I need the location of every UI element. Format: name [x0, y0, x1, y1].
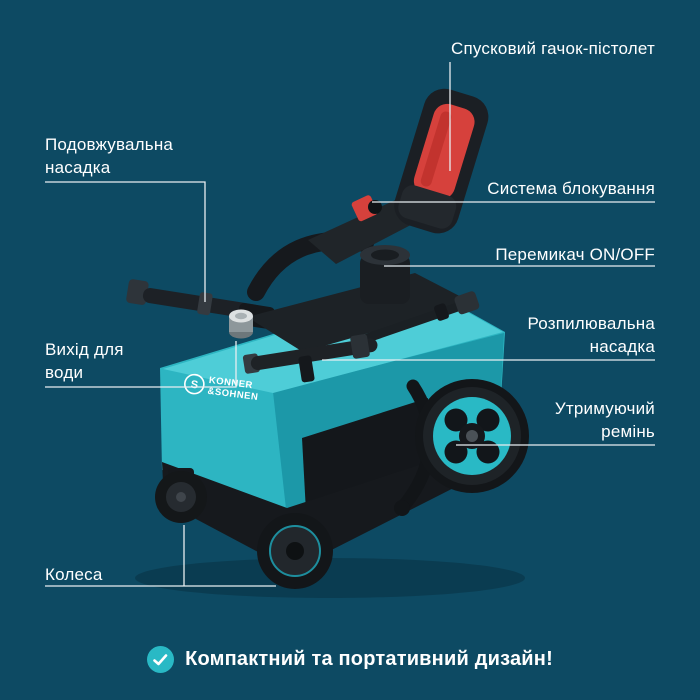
footer-text: Компактний та портативний дизайн!: [185, 648, 553, 670]
leader-line-extension-nozzle: [45, 181, 206, 302]
label-water-outlet: Вихід для води: [45, 340, 124, 382]
lock-button: [368, 200, 382, 214]
label-strap: Утримуючий ремінь: [554, 399, 655, 441]
leader-line-water-outlet: [45, 341, 237, 388]
label-lock-system: Система блокування: [487, 179, 655, 198]
footer: Компактний та портативний дизайн!: [0, 646, 700, 673]
label-extension-nozzle: Подовжувальна насадка: [45, 135, 174, 177]
ground-shadow: [135, 558, 525, 598]
label-wheels: Колеса: [45, 565, 103, 584]
lance-holder-clip: [298, 355, 315, 383]
extension-nozzle-part: [126, 279, 260, 320]
check-icon: [147, 646, 175, 673]
brand-mark: S: [190, 379, 199, 392]
brand-logo: S KONNER &SOHNEN: [184, 373, 259, 403]
spray-nozzle-part: [242, 334, 378, 374]
label-spray-nozzle: Розпилювальна насадка: [527, 314, 655, 356]
label-on-off: Перемикач ON/OFF: [495, 245, 655, 264]
water-outlet-part: [229, 309, 253, 339]
base-bumper: [162, 440, 496, 570]
bottom-wheel: [257, 513, 333, 589]
front-caster-wheel: [155, 468, 207, 523]
trigger-gun-part: [394, 88, 489, 234]
label-trigger-gun: Спусковий гачок-пістолет: [451, 39, 655, 58]
rear-wheel: [415, 379, 529, 493]
spray-wand: [352, 291, 480, 347]
